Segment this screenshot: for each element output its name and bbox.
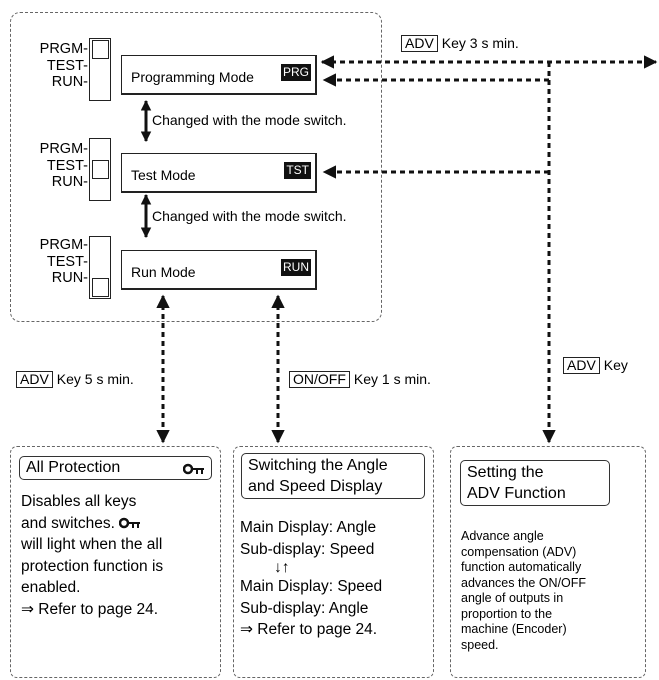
- switching-line-1: Main Display: Angle: [240, 519, 377, 536]
- keytag-adv-text: Key: [603, 357, 628, 373]
- keytag-onoff-1s-text: Key 1 s min.: [353, 371, 431, 387]
- mode-test-label: Test Mode: [131, 167, 196, 183]
- protection-line-5: enabled.: [21, 579, 81, 596]
- adv-function-text: Advance angle compensation (ADV) functio…: [461, 529, 586, 653]
- switch-label-run: RUN-: [51, 174, 88, 190]
- switching-line-5[interactable]: ⇒ Refer to page 24.: [240, 621, 378, 638]
- protection-line-2: and switches.: [21, 513, 163, 535]
- adv-line-4: advances the ON/OFF: [461, 575, 587, 590]
- switching-box: Switching the Angle and Speed Display Ma…: [233, 446, 434, 678]
- mode-run: Run Mode RUN: [121, 250, 317, 290]
- onoff-key[interactable]: ON/OFF: [289, 371, 350, 388]
- switch-knob: [91, 160, 109, 179]
- switching-arrows: ↓↑: [274, 559, 290, 576]
- adv-line-3: function automatically: [461, 560, 582, 574]
- mode-switch-run[interactable]: [89, 236, 111, 299]
- switching-title-line-1: Switching the Angle: [248, 457, 388, 474]
- switch-labels-test: PRGM- TEST- RUN-: [18, 141, 88, 191]
- mode-group-box: [10, 12, 382, 322]
- switch-label-run: RUN-: [51, 74, 88, 90]
- adv-line-6: proportion to the: [461, 606, 553, 621]
- switch-label-test: TEST-: [46, 157, 88, 174]
- adv-line-7: machine (Encoder): [461, 622, 567, 636]
- adv-line-8: speed.: [461, 637, 499, 652]
- mode-switch-test[interactable]: [89, 138, 111, 201]
- switching-title: Switching the Angle and Speed Display: [241, 453, 425, 499]
- mode-programming-label: Programming Mode: [131, 69, 254, 85]
- protection-line-6[interactable]: ⇒ Refer to page 24.: [21, 600, 159, 618]
- protection-box: All Protection Disables all keys and swi…: [10, 446, 221, 678]
- switch-labels-prgm: PRGM- TEST- RUN-: [18, 41, 88, 91]
- switch-knob: [91, 40, 109, 59]
- run-badge: RUN: [281, 259, 311, 276]
- switching-line-4: Sub-display: Angle: [240, 599, 369, 617]
- adv-key[interactable]: ADV: [401, 35, 438, 52]
- adv-line-2: compensation (ADV): [461, 544, 577, 559]
- keytag-adv-3s-text: Key 3 s min.: [441, 35, 519, 51]
- switch-label-prgm: PRGM-: [39, 237, 88, 253]
- keytag-adv-5s-text: Key 5 s min.: [56, 371, 134, 387]
- mode-run-label: Run Mode: [131, 264, 196, 280]
- key-icon: [119, 518, 141, 529]
- protection-line-3: will light when the all: [21, 536, 163, 553]
- switching-text: Main Display: Angle Sub-display: Speed ↓…: [240, 517, 382, 641]
- switching-line-3: Main Display: Speed: [240, 578, 383, 595]
- protection-title-text: All Protection: [26, 459, 121, 476]
- switch-label-test: TEST-: [46, 57, 88, 74]
- adv-title-line-1: Setting the: [467, 464, 544, 481]
- mode-test: Test Mode TST: [121, 153, 317, 193]
- tst-badge: TST: [284, 162, 311, 179]
- switch-label-prgm: PRGM-: [39, 41, 88, 57]
- switch-labels-run: PRGM- TEST- RUN-: [18, 237, 88, 287]
- key-icon: [183, 463, 204, 475]
- adv-function-box: Setting the ADV Function Advance angle c…: [450, 446, 646, 678]
- adv-title-line-2: ADV Function: [467, 485, 566, 502]
- switch-label-run: RUN-: [51, 270, 88, 286]
- protection-line-1: Disables all keys: [21, 493, 137, 510]
- switching-line-2: Sub-display: Speed: [240, 540, 375, 558]
- protection-line-2-text: and switches.: [21, 514, 115, 532]
- adv-line-1: Advance angle: [461, 529, 544, 543]
- switch-label-test: TEST-: [46, 253, 88, 270]
- protection-line-4: protection function is: [21, 557, 164, 575]
- adv-line-5: angle of outputs in: [461, 591, 564, 605]
- mode-switch-prgm[interactable]: [89, 38, 111, 101]
- switch-label-prgm: PRGM-: [39, 141, 88, 157]
- switching-title-line-2: and Speed Display: [248, 478, 383, 495]
- prg-badge: PRG: [280, 64, 311, 81]
- mode-programming: Programming Mode PRG: [121, 55, 317, 95]
- adv-key[interactable]: ADV: [16, 371, 53, 388]
- protection-text: Disables all keys and switches. will lig…: [21, 491, 163, 620]
- changed-label-2: Changed with the mode switch.: [152, 208, 347, 224]
- switch-knob: [91, 278, 109, 297]
- changed-label-1: Changed with the mode switch.: [152, 112, 347, 128]
- protection-title: All Protection: [19, 456, 212, 480]
- adv-function-title: Setting the ADV Function: [460, 460, 610, 506]
- adv-key[interactable]: ADV: [563, 357, 600, 374]
